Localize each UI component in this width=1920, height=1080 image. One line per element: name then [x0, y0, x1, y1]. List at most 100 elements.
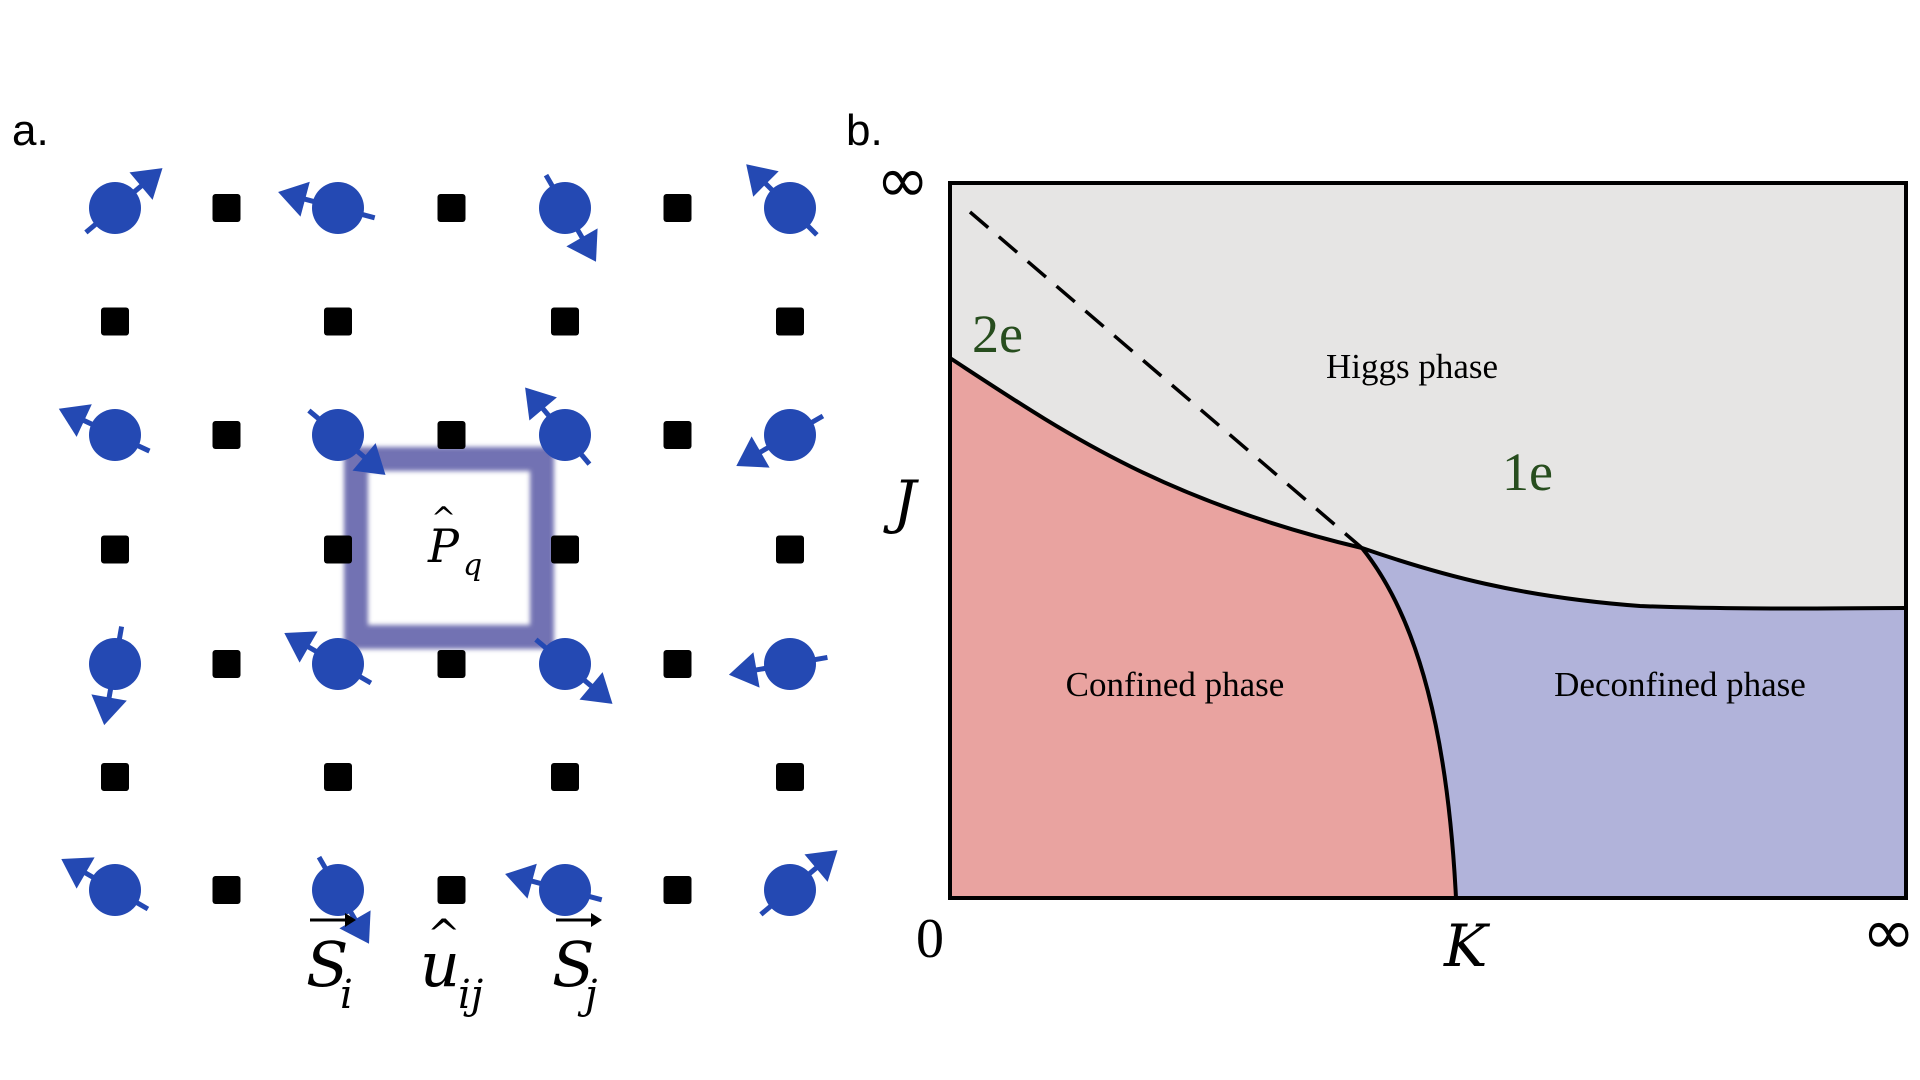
spin-arrowhead: [728, 652, 760, 688]
gauge-square: [212, 421, 241, 449]
spin-site: [84, 168, 163, 235]
plaquette-label: P ^ q: [427, 501, 482, 583]
deconfined-phase-label: Deconfined phase: [1554, 665, 1806, 704]
spin-circle: [89, 638, 141, 690]
gauge-square: [663, 650, 692, 678]
gauge-square: [101, 535, 129, 564]
gauge-square: [551, 535, 579, 564]
spin-arrowhead: [129, 168, 163, 200]
spin-circle: [539, 409, 591, 461]
spin-circle: [539, 864, 591, 916]
gauge-square: [101, 307, 129, 336]
spin-arrowhead: [579, 672, 613, 704]
spin-circle: [764, 182, 816, 234]
gauge-square: [437, 194, 466, 222]
confined-deconfined-boundary: [1360, 546, 1458, 899]
spin-circle: [764, 638, 816, 690]
spin-j-symbol: S: [552, 928, 594, 1001]
charge-1e-label: 1e: [1502, 442, 1553, 502]
hat-accent: ^: [431, 501, 456, 536]
gauge-square: [437, 421, 466, 449]
spin-site: [525, 387, 592, 466]
gauge-square: [663, 876, 692, 904]
spin-circle: [312, 864, 364, 916]
vector-arrowhead-j: [591, 913, 602, 927]
spin-arrowhead: [278, 181, 310, 217]
spin-site: [89, 626, 141, 726]
spin-circle: [539, 182, 591, 234]
spin-arrowhead: [746, 164, 779, 197]
spin-circle: [312, 638, 364, 690]
gauge-square: [551, 763, 579, 791]
gauge-square: [212, 876, 241, 904]
panel-b-label: b.: [846, 106, 883, 155]
gauge-symbol: u: [420, 928, 460, 1001]
gauge-square: [324, 535, 352, 564]
spin-site: [307, 408, 386, 475]
plaquette-subscript: q: [463, 548, 482, 583]
spin-site: [58, 404, 151, 461]
spin-arrowhead: [339, 910, 371, 944]
spin-arrowhead: [284, 631, 318, 663]
spin-site: [312, 855, 371, 944]
spin-circle: [539, 638, 591, 690]
gauge-square: [212, 650, 241, 678]
spin-i-subscript: i: [340, 972, 353, 1018]
gauge-square: [324, 763, 352, 791]
spin-circle: [312, 409, 364, 461]
spin-arrowhead: [58, 404, 92, 437]
spins: [58, 164, 838, 944]
spin-arrowhead: [804, 850, 838, 882]
dashed-crossover-line: [968, 210, 1364, 550]
gauge-fields: [101, 194, 804, 904]
spin-arrowhead: [505, 863, 537, 899]
gauge-square: [101, 763, 129, 791]
gauge-square: [776, 763, 804, 791]
gauge-subscript: ij: [458, 972, 483, 1018]
spin-arrowhead: [525, 387, 557, 421]
panel-a: a. P ^ q S i u ^ ij S: [12, 106, 838, 1018]
spin-arrowhead: [61, 857, 95, 889]
plaquette-symbol: P: [427, 519, 460, 573]
confined-phase-label: Confined phase: [1066, 665, 1285, 704]
charge-2e-label: 2e: [972, 304, 1023, 364]
plaquette-operator: [344, 447, 554, 649]
y-infinity-label: ∞: [876, 144, 929, 218]
spin-lattice: [58, 164, 838, 944]
spin-arrowhead: [736, 436, 770, 468]
spin-site: [746, 164, 819, 237]
gauge-hat: ^: [427, 912, 461, 958]
gauge-label: u ^ ij: [420, 912, 483, 1018]
spin-arrowhead: [566, 228, 598, 262]
spin-site: [736, 409, 825, 468]
spin-circle: [89, 182, 141, 234]
x-infinity-label: ∞: [1862, 896, 1915, 970]
spin-circle: [89, 864, 141, 916]
vector-arrowhead-i: [345, 913, 356, 927]
spin-circle: [764, 409, 816, 461]
panel-a-label: a.: [12, 106, 49, 155]
deconfined-region: [1362, 548, 1906, 898]
spin-site: [61, 857, 150, 916]
spin-circle: [764, 864, 816, 916]
spin-site: [539, 173, 598, 262]
gauge-square: [663, 421, 692, 449]
panel-b: b. Higgs phase Confined phase Deconfined…: [846, 106, 1915, 980]
spin-site: [728, 638, 828, 690]
gauge-square: [663, 194, 692, 222]
gauge-square: [776, 535, 804, 564]
confined-region: [950, 358, 1456, 898]
higgs-phase-label: Higgs phase: [1326, 347, 1498, 386]
gauge-square: [776, 307, 804, 336]
origin-label: 0: [916, 908, 944, 970]
gauge-square: [437, 876, 466, 904]
spin-arrowhead: [352, 443, 386, 475]
spin-site: [284, 631, 373, 690]
gauge-square: [551, 307, 579, 336]
spin-site: [278, 181, 376, 234]
spin-i-symbol: S: [306, 928, 348, 1001]
spin-circle: [312, 182, 364, 234]
gauge-square: [212, 194, 241, 222]
spin-i-label: S i: [306, 913, 356, 1018]
